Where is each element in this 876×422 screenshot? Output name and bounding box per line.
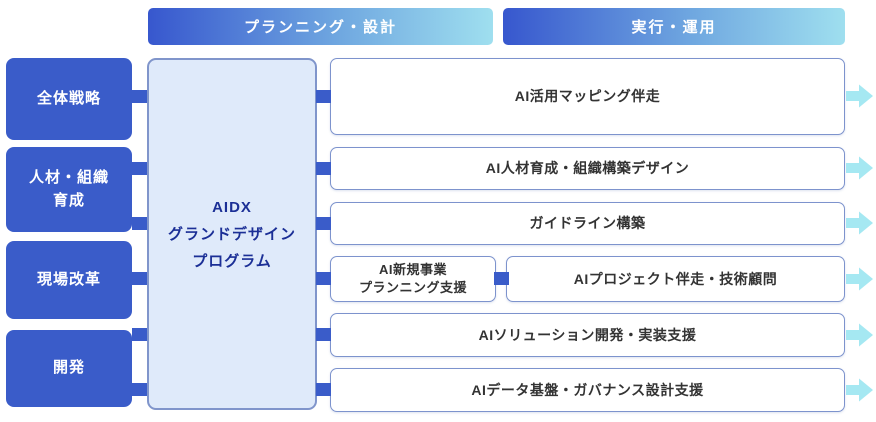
connector-nub [316, 162, 331, 175]
category-box-overall-strategy: 全体戦略 [6, 58, 132, 140]
category-box-talent-org-development: 人材・組織 育成 [6, 147, 132, 232]
flow-arrow-icon [846, 378, 873, 402]
service-box-ai-project-advisory: AIプロジェクト伴走・技術顧問 [506, 256, 845, 302]
connector-nub [132, 217, 147, 230]
connector-nub [316, 272, 331, 285]
flow-arrow-icon [846, 211, 873, 235]
flow-arrow-icon [846, 323, 873, 347]
phase-header-execution-operation: 実行・運用 [503, 8, 845, 45]
flow-arrow-icon [846, 156, 873, 180]
connector-nub [316, 328, 331, 341]
flow-arrow-icon [846, 84, 873, 108]
category-box-development: 開発 [6, 330, 132, 407]
phase-header-planning-design: プランニング・設計 [148, 8, 493, 45]
service-box-ai-data-governance: AIデータ基盤・ガバナンス設計支援 [330, 368, 845, 412]
service-box-guideline-construction: ガイドライン構築 [330, 202, 845, 245]
connector-nub [316, 217, 331, 230]
connector-nub [132, 90, 147, 103]
program-box-aidx-grand-design: AIDX グランドデザイン プログラム [147, 58, 317, 410]
service-box-ai-solution-dev: AIソリューション開発・実装支援 [330, 313, 845, 357]
service-box-ai-talent-org-design: AI人材育成・組織構築デザイン [330, 147, 845, 190]
connector-nub [132, 162, 147, 175]
flow-arrow-icon [846, 267, 873, 291]
service-box-new-business-planning: AI新規事業 プランニング支援 [330, 256, 496, 302]
service-box-ai-mapping: AI活用マッピング伴走 [330, 58, 845, 135]
connector-nub [316, 383, 331, 396]
category-box-field-reform: 現場改革 [6, 241, 132, 319]
connector-nub [494, 272, 509, 285]
connector-nub [132, 383, 147, 396]
connector-nub [132, 272, 147, 285]
connector-nub [316, 90, 331, 103]
connector-nub [132, 328, 147, 341]
